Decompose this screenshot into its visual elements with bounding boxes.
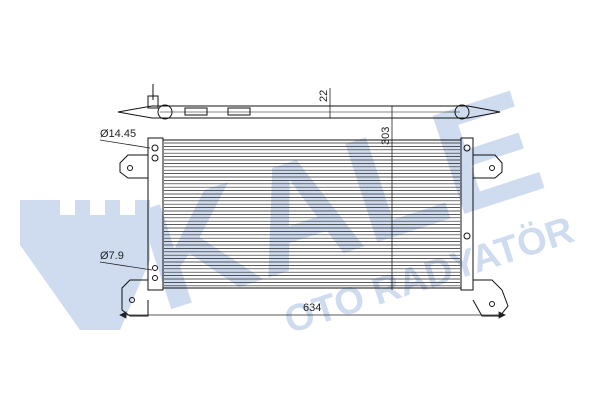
castle-logo-mark [20,200,150,330]
kale-watermark-logo: KALE OTO RADYATÖR [20,57,579,343]
core-fins [164,142,460,287]
dim-label-22: 22 [318,90,330,102]
dim-label-303: 303 [380,127,392,145]
dimension-labels: 22 303 634 Ø14.45 Ø7.9 [100,90,392,314]
dim-label-upper-hole: Ø14.45 [100,128,136,140]
dimension-lines [99,88,506,319]
dim-7-leader [99,261,153,271]
left-header-tank [147,137,164,291]
dim-label-lower-hole: Ø7.9 [100,250,124,262]
right-lower-bracket [472,279,509,317]
right-header-tank [460,137,474,291]
dim-label-634: 634 [303,302,321,314]
left-upper-bracket [119,154,148,179]
side-brackets [119,154,509,317]
condenser-core [162,139,462,289]
right-upper-bracket [473,154,503,179]
top-mounting-rail [117,84,501,120]
left-lower-bracket [121,279,149,317]
dim-14-leader [99,139,151,149]
